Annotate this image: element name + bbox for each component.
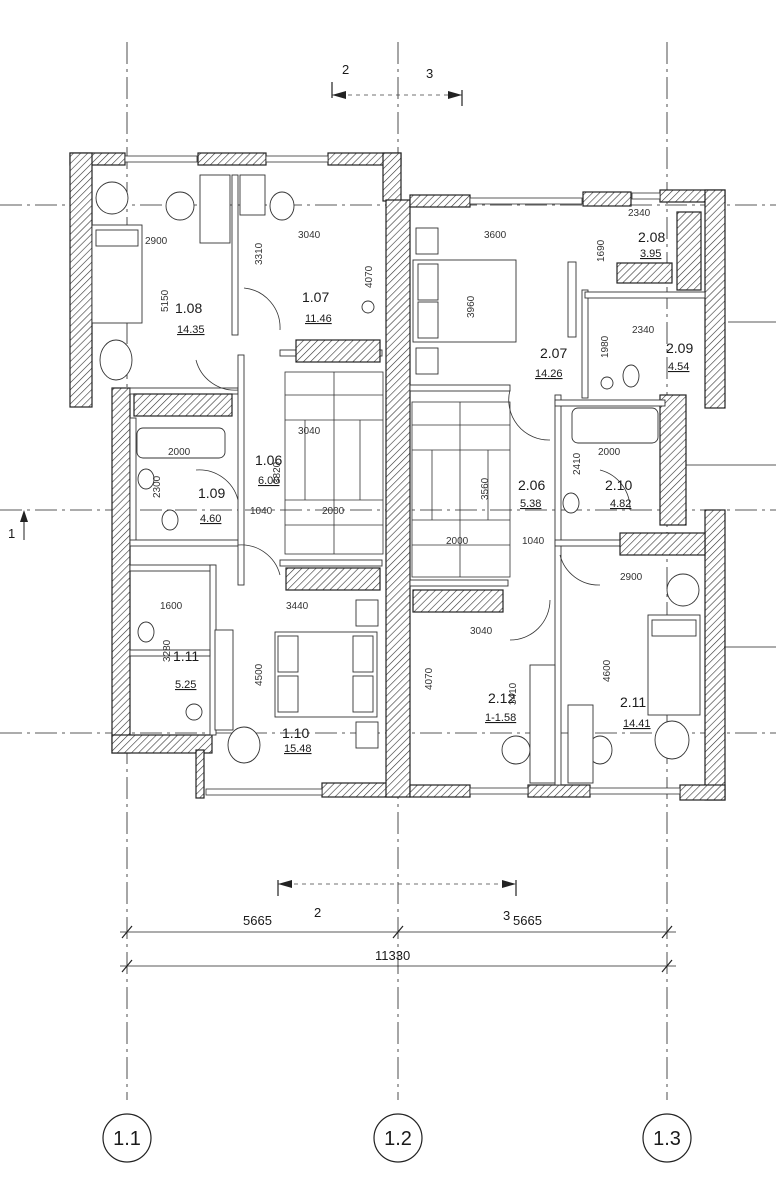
room-2-11-number: 2.11 xyxy=(620,694,646,710)
room-2-12-area: 1-1.58 xyxy=(485,712,516,724)
room-1-07-area: 11.46 xyxy=(305,313,332,325)
dim-label: 3280 xyxy=(162,639,173,662)
stairs xyxy=(284,371,511,578)
dim-label: 3310 xyxy=(254,242,265,265)
dim-label: 2000 xyxy=(322,506,345,517)
beds xyxy=(91,224,701,718)
axis-label-1-3: 1.3 xyxy=(653,1128,681,1150)
dim-label: 3560 xyxy=(480,477,491,500)
dim-label: 1040 xyxy=(522,536,545,547)
room-2-09-area: 4.54 xyxy=(668,361,689,373)
room-1-06-area: 6.00 xyxy=(258,475,279,487)
room-1-06-number: 1.06 xyxy=(255,452,282,468)
section-markers xyxy=(20,82,776,896)
axis-bubble-1-3 xyxy=(642,1113,692,1163)
room-2-12-number: 2.12 xyxy=(488,690,515,706)
room-1-10-number: 1.10 xyxy=(282,725,309,741)
axis-bubble-1-2 xyxy=(373,1113,423,1163)
wardrobes xyxy=(133,211,706,613)
axis-bubbles xyxy=(102,1113,692,1163)
dim-label: 1040 xyxy=(250,506,273,517)
dim-label: 4500 xyxy=(254,663,265,686)
room-1-11-number: 1.11 xyxy=(173,648,199,664)
room-1-07-number: 1.07 xyxy=(302,289,329,305)
dim-label: 1980 xyxy=(600,335,611,358)
dim-label: 4070 xyxy=(364,265,375,288)
chairs xyxy=(99,339,690,764)
section-mark-2-bottom: 2 xyxy=(314,905,321,920)
dim-label: 2900 xyxy=(145,236,168,247)
dim-label: 3410 xyxy=(508,682,519,705)
dim-label: 3960 xyxy=(466,295,477,318)
axis-label-1-1: 1.1 xyxy=(113,1128,141,1150)
dim-label: 2340 xyxy=(632,325,655,336)
room-1-08-area: 14.35 xyxy=(177,324,205,336)
bottom-dim-left: 5665 xyxy=(243,913,272,928)
room-1-11-area: 5.25 xyxy=(175,679,196,691)
room-2-09-number: 2.09 xyxy=(666,340,693,356)
dim-label: 4600 xyxy=(602,659,613,682)
dim-label: 1690 xyxy=(596,239,607,262)
dim-label: 2900 xyxy=(620,572,643,583)
dim-label: 2410 xyxy=(572,452,583,475)
dim-label: 3820 xyxy=(272,461,283,484)
room-1-09-area: 4.60 xyxy=(200,513,221,525)
dim-label: 3040 xyxy=(298,230,321,241)
exterior-walls xyxy=(69,152,726,801)
section-mark-3-top: 3 xyxy=(426,66,433,81)
room-2-06-area: 5.38 xyxy=(520,498,541,510)
dim-label: 2000 xyxy=(168,447,191,458)
room-2-07-area: 14.26 xyxy=(535,368,563,380)
section-mark-3-bottom: 3 xyxy=(503,908,510,923)
dim-label: 2000 xyxy=(446,536,469,547)
bath-fixtures xyxy=(95,181,700,765)
room-2-07-number: 2.07 xyxy=(540,345,567,361)
bottom-dim-right: 5665 xyxy=(513,913,542,928)
section-mark-1-side: 1 xyxy=(8,526,15,541)
axis-bubble-1-1 xyxy=(102,1113,152,1163)
dimension-lines xyxy=(120,925,676,973)
dim-label: 4070 xyxy=(424,667,435,690)
dim-label: 1600 xyxy=(160,601,183,612)
dim-label: 3600 xyxy=(484,230,507,241)
dim-label: 2300 xyxy=(152,475,163,498)
section-mark-2-top: 2 xyxy=(342,62,349,77)
room-2-06-number: 2.06 xyxy=(518,477,545,493)
room-1-08-number: 1.08 xyxy=(175,300,202,316)
room-1-09-number: 1.09 xyxy=(198,485,225,501)
dim-label: 3040 xyxy=(470,626,493,637)
dim-label: 5150 xyxy=(160,289,171,312)
room-1-10-area: 15.48 xyxy=(284,743,312,755)
bottom-dim-total: 11330 xyxy=(375,948,410,963)
desks xyxy=(199,174,594,784)
room-2-10-area: 4.82 xyxy=(610,498,631,510)
dim-label: 2000 xyxy=(598,447,621,458)
door-swings xyxy=(195,287,631,641)
room-2-08-number: 2.08 xyxy=(638,229,665,245)
dim-label: 3040 xyxy=(298,426,321,437)
room-2-11-area: 14.41 xyxy=(623,718,651,730)
windows xyxy=(124,155,681,796)
room-2-08-area: 3.95 xyxy=(640,248,661,260)
dim-label: 2340 xyxy=(628,208,651,219)
axis-label-1-2: 1.2 xyxy=(384,1128,412,1150)
dim-label: 3440 xyxy=(286,601,309,612)
room-2-10-number: 2.10 xyxy=(605,477,632,493)
